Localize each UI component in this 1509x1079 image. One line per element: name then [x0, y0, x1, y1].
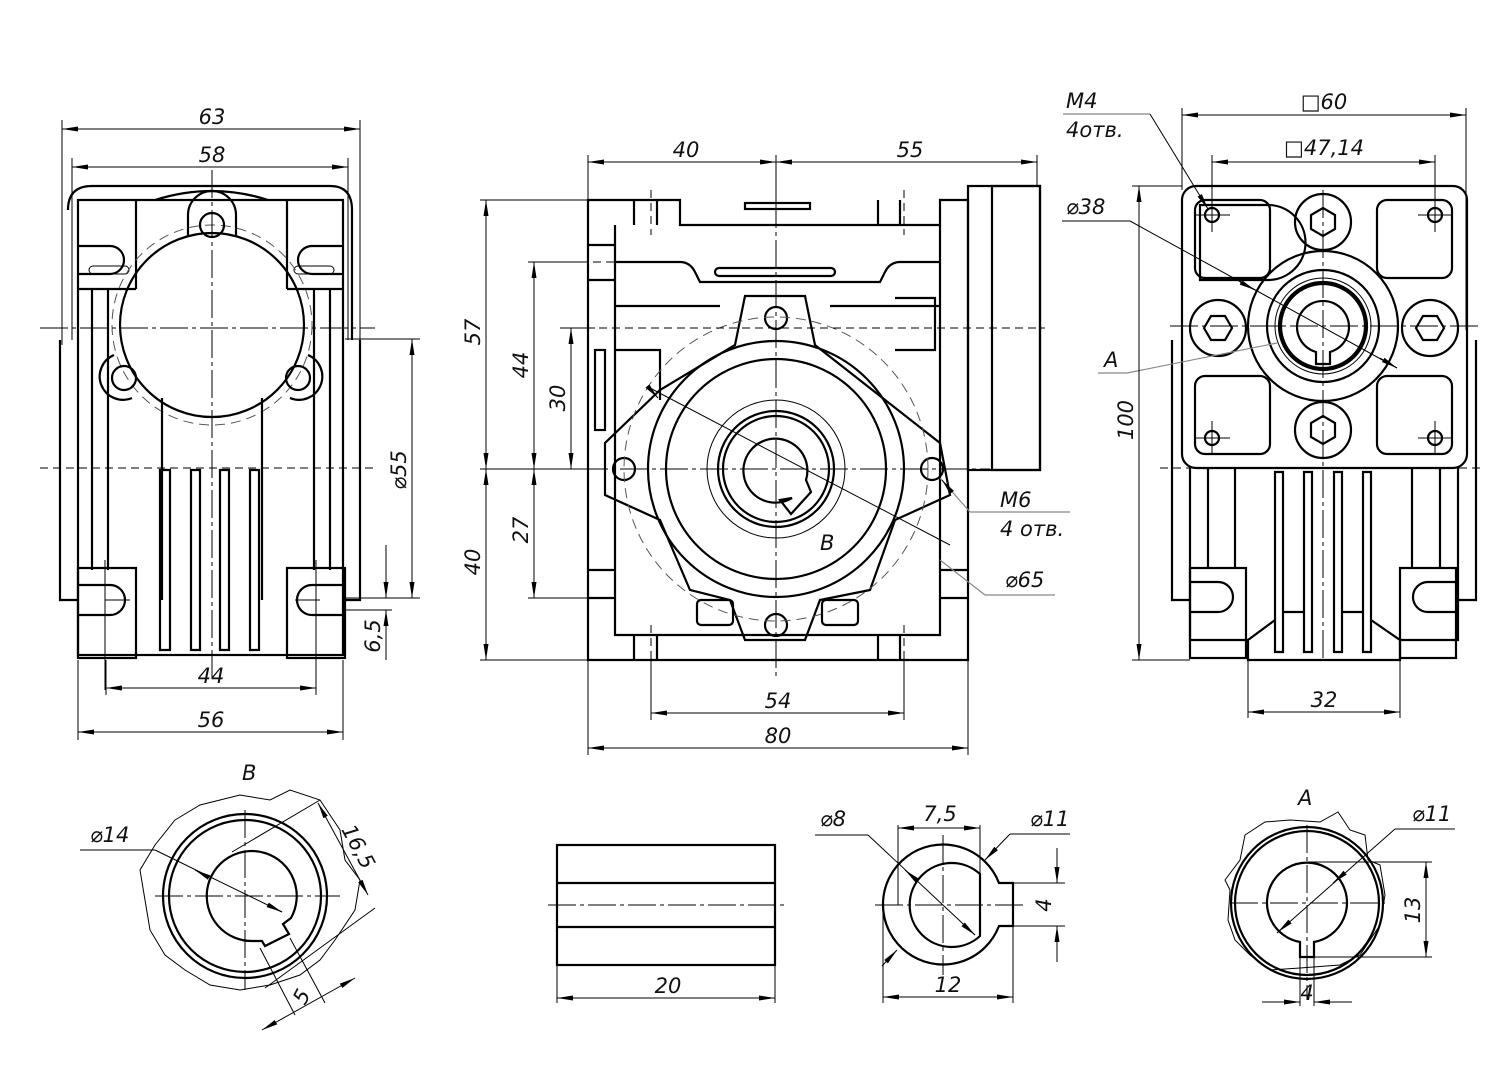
- key-length: 20: [655, 974, 682, 998]
- shaft-width: 12: [935, 973, 962, 997]
- dim-square-60: □60: [1301, 90, 1348, 114]
- callout-m4: M4: [1066, 89, 1097, 113]
- front-view: B: [560, 160, 1045, 680]
- dim-56: 56: [198, 708, 225, 732]
- detail-a-key-height: 13: [1401, 897, 1425, 924]
- dim-30: 30: [546, 385, 570, 412]
- callout-m6: M6: [1000, 488, 1031, 512]
- input-view-dimensions: □60 □47,14 M4 4отв. A ⌀38 A 100 32: [1062, 89, 1467, 718]
- dim-diam-55: ⌀55: [387, 450, 411, 489]
- callout-pcd-65: ⌀65: [1005, 568, 1044, 592]
- dim-100: 100: [1114, 400, 1138, 440]
- dim-40-top: 40: [673, 138, 700, 162]
- dim-57: 57: [461, 318, 485, 345]
- detail-a-key-width: 4: [1300, 981, 1313, 1005]
- shaft-outer: ⌀11: [1030, 807, 1069, 831]
- section-label-b: B: [820, 531, 834, 555]
- dim-square-47-14: □47,14: [1284, 136, 1364, 160]
- dim-63: 63: [199, 105, 226, 129]
- section-label-a: A: [1102, 348, 1118, 372]
- side-view-dimensions: 63 58 ⌀55 6,5 44 56: [61, 105, 420, 740]
- dim-54: 54: [765, 689, 792, 713]
- dim-44: 44: [198, 664, 225, 688]
- detail-b-bore: ⌀14: [90, 823, 129, 847]
- detail-b-label: B: [242, 761, 256, 785]
- detail-a-label: A: [1296, 786, 1312, 810]
- dim-80: 80: [765, 724, 792, 748]
- shaft-key: 4: [1032, 898, 1056, 911]
- dim-44-front: 44: [509, 352, 533, 379]
- dim-55-top: 55: [897, 138, 924, 162]
- input-flange-view: [1160, 184, 1480, 662]
- detail-b-key-width: 5: [288, 985, 315, 1008]
- dim-40-left: 40: [461, 549, 485, 576]
- detail-b: ⌀14 B 16,5 5: [80, 761, 380, 1031]
- side-view: [40, 170, 375, 690]
- dim-32: 32: [1311, 688, 1338, 712]
- dim-diam-38: ⌀38: [1066, 195, 1105, 219]
- shaft-bore: ⌀8: [820, 807, 846, 831]
- dim-27: 27: [509, 516, 533, 543]
- dim-58: 58: [199, 143, 226, 167]
- key-detail: 20: [548, 843, 785, 1003]
- detail-a-bore: ⌀11: [1412, 802, 1451, 826]
- callout-m4-qty: 4отв.: [1066, 118, 1124, 142]
- shaft-detail: 7,5 ⌀8 ⌀11 4 12: [815, 802, 1070, 1003]
- callout-m6-qty: 4 отв.: [1000, 517, 1064, 541]
- front-view-dimensions: 40 55 57 44 30 27 40 54 80 M6 4 отв. ⌀65: [461, 138, 1070, 755]
- shaft-flat: 7,5: [923, 802, 956, 826]
- detail-a: ⌀11 A 13 4: [1224, 786, 1455, 1006]
- dim-6-5: 6,5: [361, 619, 385, 652]
